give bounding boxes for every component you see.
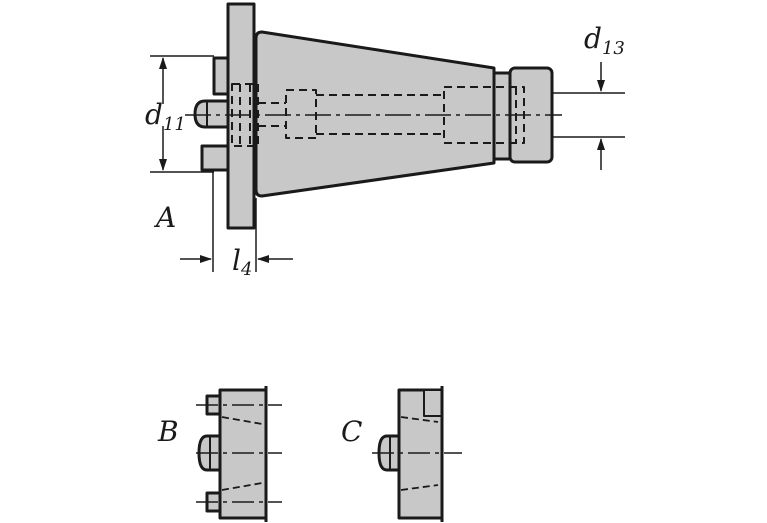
variant-b-detail <box>196 386 282 522</box>
rear-stud <box>193 99 230 129</box>
front-collar <box>492 71 512 161</box>
rear-tenon-bottom <box>200 144 230 172</box>
variant-c-detail <box>372 386 462 522</box>
label-variant-b: B <box>157 415 179 448</box>
adapter-main-view <box>185 2 562 230</box>
label-d13: d13 <box>584 22 625 59</box>
rear-tenon-top <box>212 56 230 96</box>
label-variant-c: C <box>341 415 362 448</box>
dimension-d11 <box>150 55 214 173</box>
label-l4: l4 <box>232 244 252 280</box>
dimension-d13 <box>552 62 625 170</box>
dimension-l4 <box>180 172 293 272</box>
label-variant-a: A <box>153 201 176 234</box>
taper-body <box>254 30 496 198</box>
label-d11: d11 <box>145 98 186 135</box>
